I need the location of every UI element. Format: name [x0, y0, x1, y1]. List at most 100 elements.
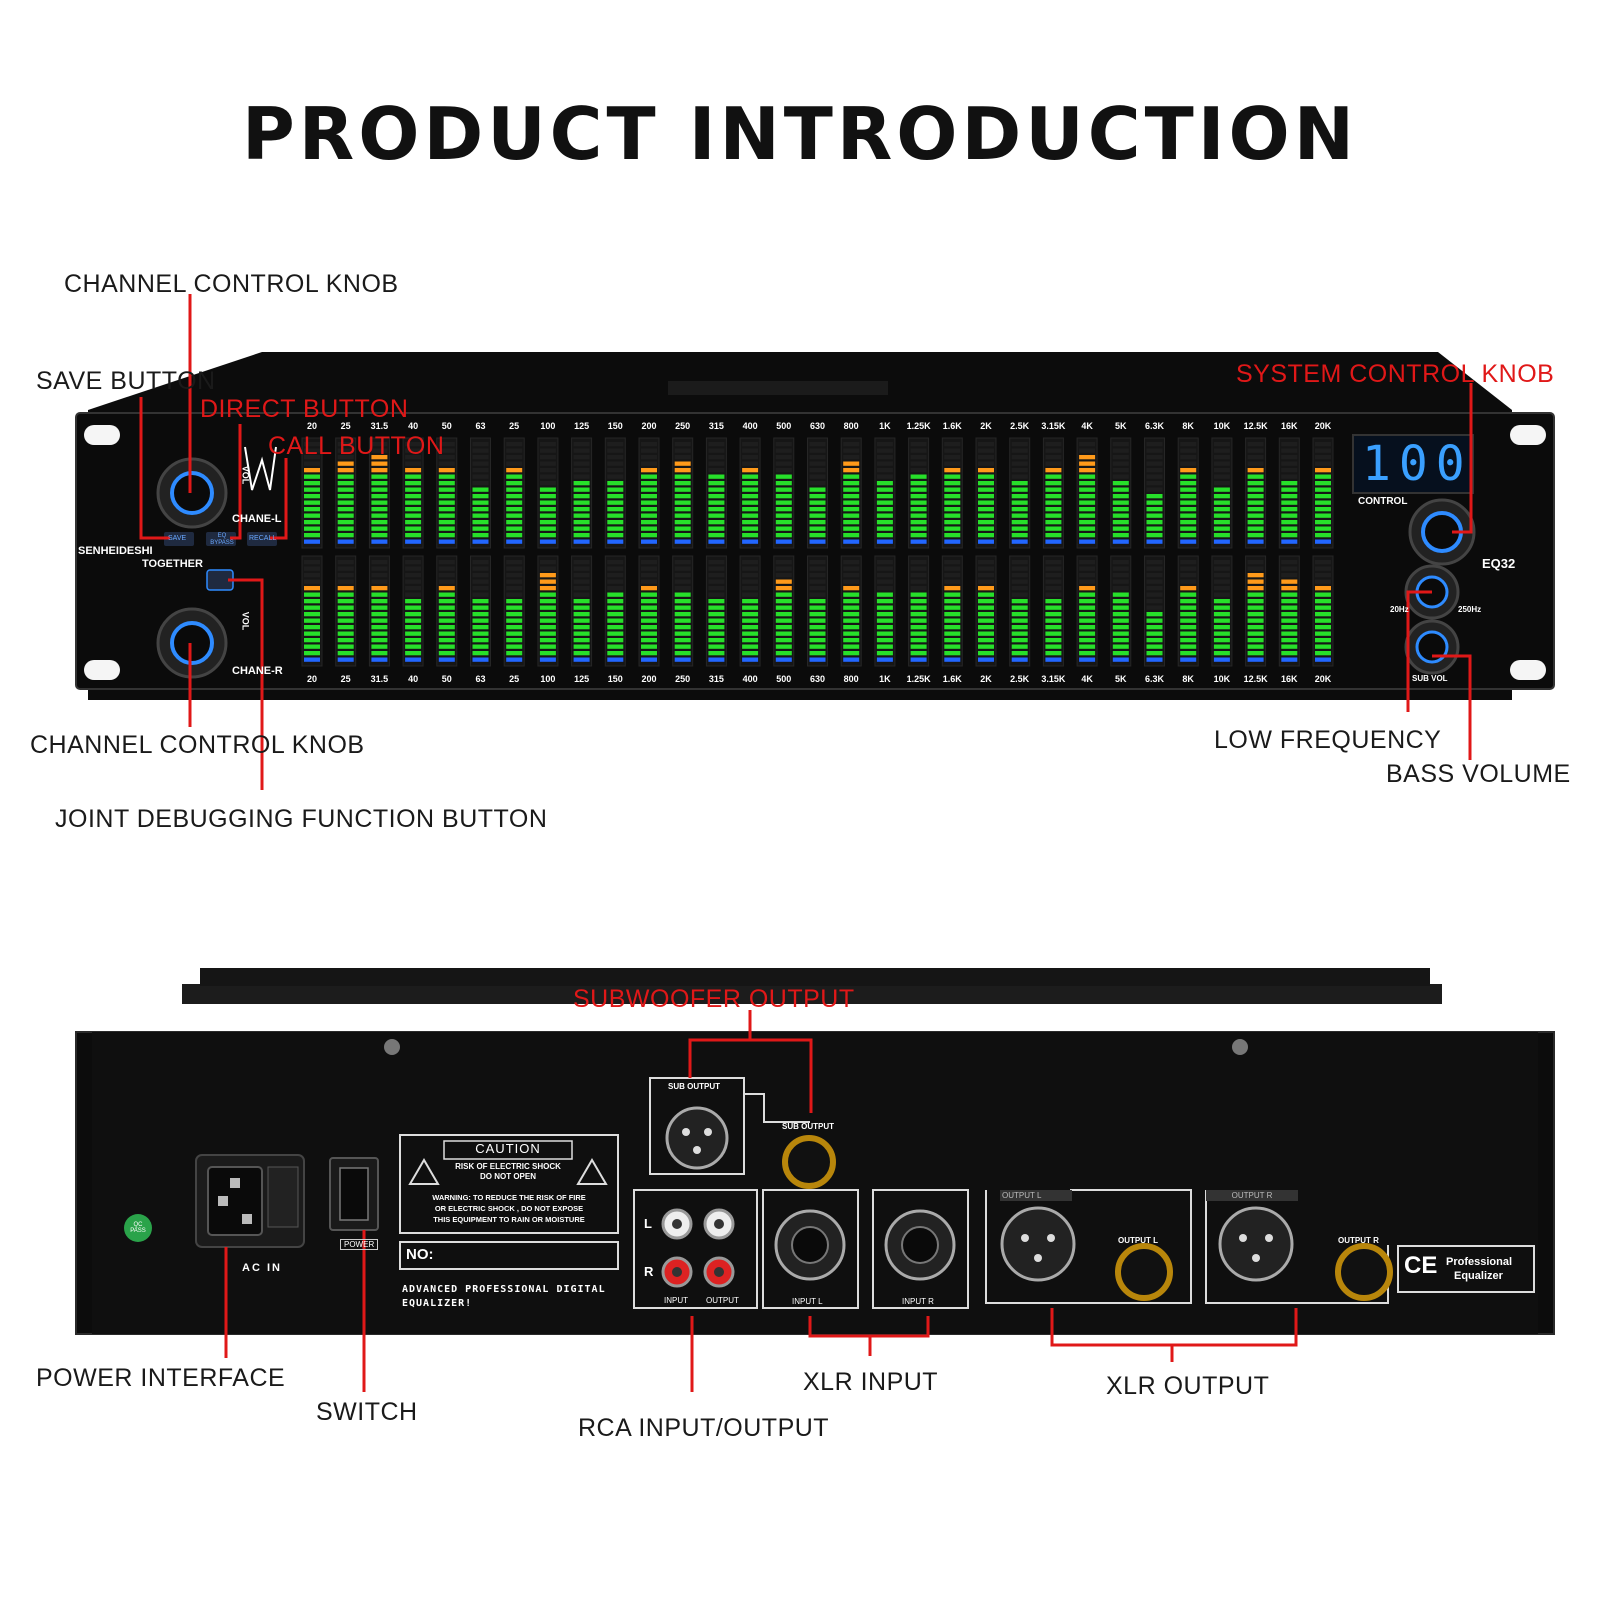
- meter-segment: [775, 448, 792, 453]
- meter-segment: [708, 644, 725, 649]
- meter-segment: [910, 474, 927, 479]
- meter-segment: [1146, 560, 1163, 565]
- meter-segment: [1146, 625, 1163, 630]
- meter-segment: [809, 442, 826, 447]
- meter-segment: [1180, 631, 1197, 636]
- meter-segment: [371, 651, 388, 656]
- meter-segment: [1247, 605, 1264, 610]
- meter-segment: [708, 461, 725, 466]
- meter-segment: [1180, 618, 1197, 623]
- meter-segment: [371, 507, 388, 512]
- meter-segment: [775, 592, 792, 597]
- meter-segment: [1112, 461, 1129, 466]
- meter-segment: [1079, 579, 1096, 584]
- meter-segment: [742, 474, 759, 479]
- meter-segment: [472, 461, 489, 466]
- meter-segment: [1180, 657, 1197, 662]
- screw: [384, 1039, 400, 1055]
- meter-segment: [337, 513, 354, 518]
- meter-segment: [506, 513, 523, 518]
- meter-segment: [573, 507, 590, 512]
- meter-segment: [876, 566, 893, 571]
- band-label: 16K: [1281, 421, 1298, 431]
- meter-segment: [1045, 579, 1062, 584]
- meter-segment: [944, 507, 961, 512]
- meter-segment: [607, 586, 624, 591]
- meter-column: [604, 437, 626, 549]
- meter-segment: [910, 560, 927, 565]
- meter-segment: [472, 520, 489, 525]
- meter-segment: [1011, 612, 1028, 617]
- control-display: [1352, 434, 1474, 494]
- meter-segment: [876, 579, 893, 584]
- meter-segment: [1247, 579, 1264, 584]
- meter-segment: [472, 599, 489, 604]
- meter-segment: [1112, 468, 1129, 473]
- meter-segment: [742, 605, 759, 610]
- meter-segment: [539, 533, 556, 538]
- meter-segment: [405, 573, 422, 578]
- meter-segment: [1011, 526, 1028, 531]
- xlr-output-r-jack: [1218, 1206, 1294, 1282]
- meter-segment: [607, 573, 624, 578]
- meter-segment: [641, 468, 657, 473]
- meter-segment: [1315, 442, 1331, 447]
- adv-line2: EQUALIZER!: [402, 1298, 473, 1309]
- meter-segment: [843, 533, 860, 538]
- meter-segment: [978, 657, 994, 662]
- meter-segment: [775, 500, 792, 505]
- meter-segment: [641, 612, 657, 617]
- meter-segment: [1281, 539, 1298, 544]
- meter-segment: [405, 533, 422, 538]
- meter-segment: [1079, 599, 1096, 604]
- meter-segment: [944, 657, 961, 662]
- meter-segment: [876, 638, 893, 643]
- meter-segment: [1011, 586, 1028, 591]
- meter-segment: [876, 526, 893, 531]
- meter-segment: [1112, 651, 1129, 656]
- meter-segment: [1180, 625, 1197, 630]
- meter-segment: [978, 442, 994, 447]
- meter-segment: [1180, 455, 1197, 460]
- eq-bypass-label: EQ BYPASS: [210, 533, 234, 546]
- meter-segment: [708, 605, 725, 610]
- band-label: 25: [340, 674, 351, 684]
- meter-segment: [1281, 526, 1298, 531]
- meter-segment: [472, 625, 489, 630]
- meter-segment: [1315, 573, 1331, 578]
- meter-segment: [1112, 618, 1129, 623]
- meter-segment: [1079, 481, 1096, 486]
- meter-segment: [1146, 566, 1163, 571]
- meter-column: [571, 437, 593, 549]
- meter-segment: [506, 599, 523, 604]
- meter-segment: [1213, 520, 1230, 525]
- meter-segment: [438, 560, 455, 565]
- meter-segment: [1146, 631, 1163, 636]
- meter-segment: [742, 533, 759, 538]
- meter-segment: [1045, 507, 1062, 512]
- meter-segment: [304, 586, 320, 591]
- meter-column: [638, 437, 660, 549]
- meter-segment: [674, 631, 691, 636]
- meter-segment: [1180, 526, 1197, 531]
- meter-segment: [539, 586, 556, 591]
- meter-segment: [809, 468, 826, 473]
- meter-segment: [674, 625, 691, 630]
- meter-segment: [708, 566, 725, 571]
- meter-segment: [337, 520, 354, 525]
- meter-segment: [371, 631, 388, 636]
- meter-segment: [708, 474, 725, 479]
- meter-segment: [1112, 644, 1129, 649]
- meter-segment: [1281, 579, 1298, 584]
- meter-segment: [1281, 586, 1298, 591]
- meter-segment: [1213, 500, 1230, 505]
- input-l-label: INPUT L: [792, 1297, 823, 1306]
- meter-segment: [1045, 631, 1062, 636]
- meter-segment: [1247, 461, 1264, 466]
- meter-segment: [1112, 539, 1129, 544]
- meter-segment: [1315, 612, 1331, 617]
- meter-segment: [472, 513, 489, 518]
- meter-segment: [539, 657, 556, 662]
- meter-segment: [405, 599, 422, 604]
